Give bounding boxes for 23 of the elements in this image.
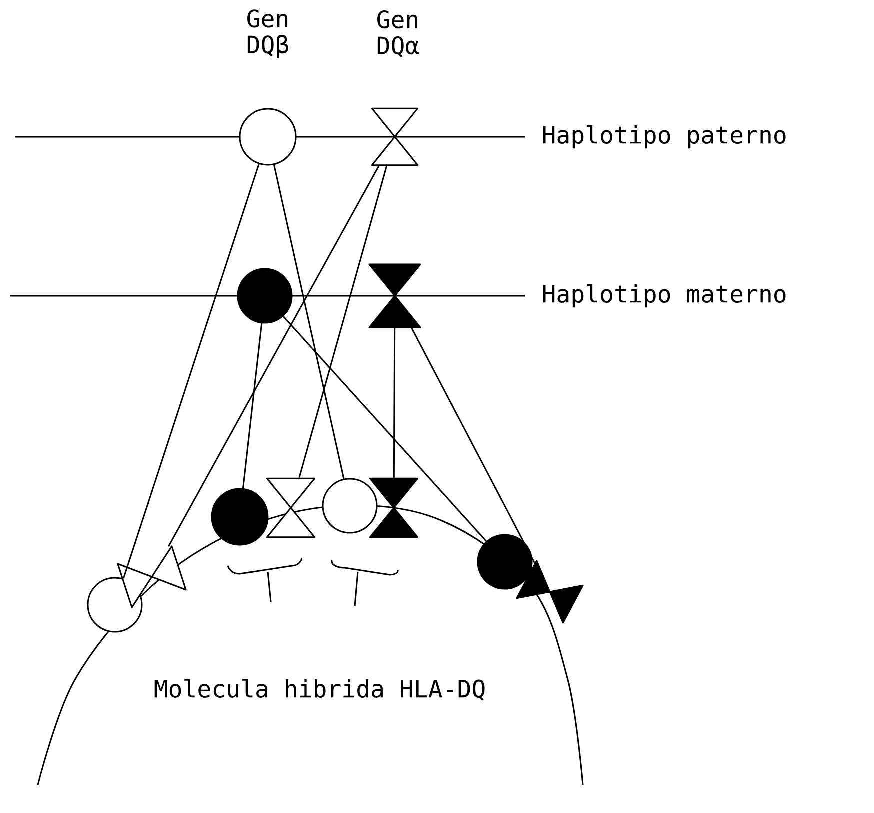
hourglass-symbol xyxy=(266,478,316,538)
circle-symbol xyxy=(477,534,533,590)
circle-symbol xyxy=(237,268,293,324)
connector-line xyxy=(242,323,263,489)
hourglass-symbol xyxy=(368,264,422,328)
connector-line xyxy=(411,328,536,564)
hourglass-symbol xyxy=(516,560,584,624)
hourglass-symbol xyxy=(117,546,187,608)
text-label: Haplotipo paterno xyxy=(543,125,786,149)
circle-symbol xyxy=(239,108,297,166)
connector-line xyxy=(168,166,380,548)
text-label: Molecula hibrida HLA-DQ xyxy=(154,679,485,701)
text-label: Haplotipo materno xyxy=(543,284,786,308)
hourglass-symbol xyxy=(371,108,419,166)
connector-line xyxy=(393,328,396,478)
circle-symbol xyxy=(211,488,269,546)
text-label: Gen DQβ xyxy=(248,10,288,58)
connector-line xyxy=(283,316,487,542)
circle-symbol xyxy=(322,478,378,534)
hourglass-symbol xyxy=(369,478,419,538)
connector-line xyxy=(298,166,388,478)
text-label: Gen DQα xyxy=(378,10,419,58)
connector-line xyxy=(274,164,345,480)
